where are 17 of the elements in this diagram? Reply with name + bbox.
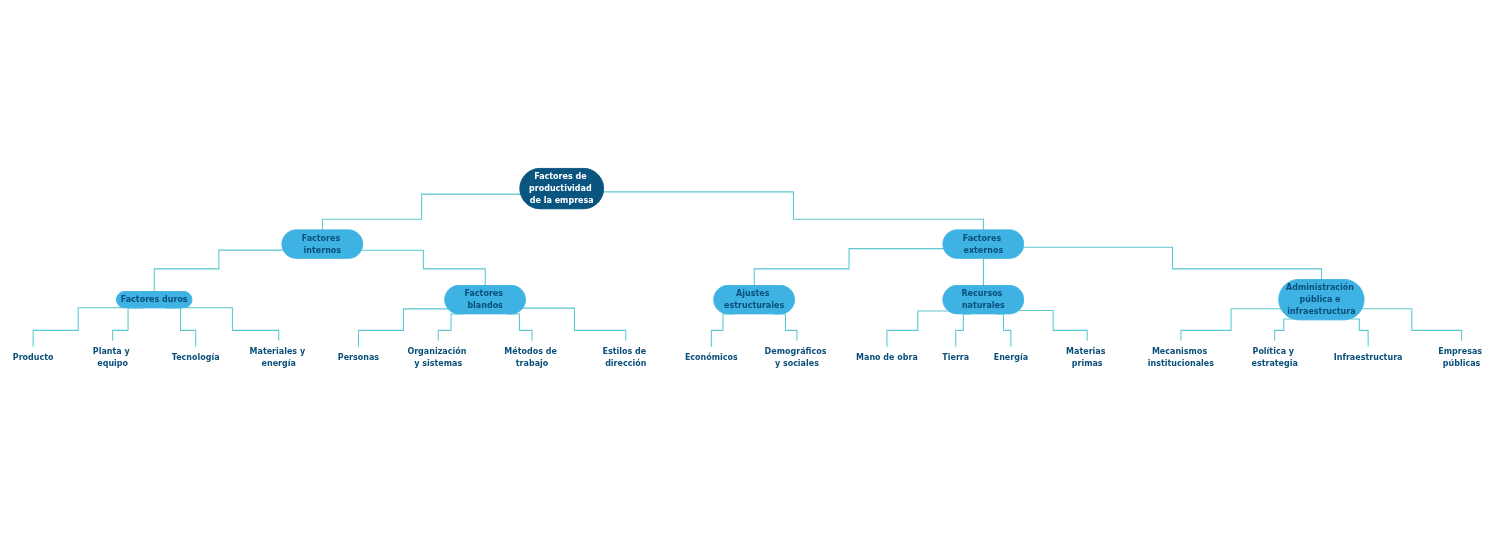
- connector: [1018, 309, 1088, 342]
- connector: [357, 308, 449, 348]
- connector: [321, 193, 522, 231]
- connector: [1274, 318, 1294, 342]
- connector: [753, 248, 945, 287]
- connector: [153, 249, 285, 293]
- connector: [361, 249, 486, 287]
- connector: [185, 307, 280, 342]
- connector: [982, 257, 985, 287]
- connector: [1023, 246, 1323, 281]
- connector: [603, 191, 985, 231]
- connector: [1180, 308, 1282, 342]
- connector: [886, 310, 950, 348]
- connector: [1361, 308, 1463, 342]
- connector: [32, 307, 124, 348]
- connector: [522, 307, 627, 342]
- connector: [1350, 318, 1369, 348]
